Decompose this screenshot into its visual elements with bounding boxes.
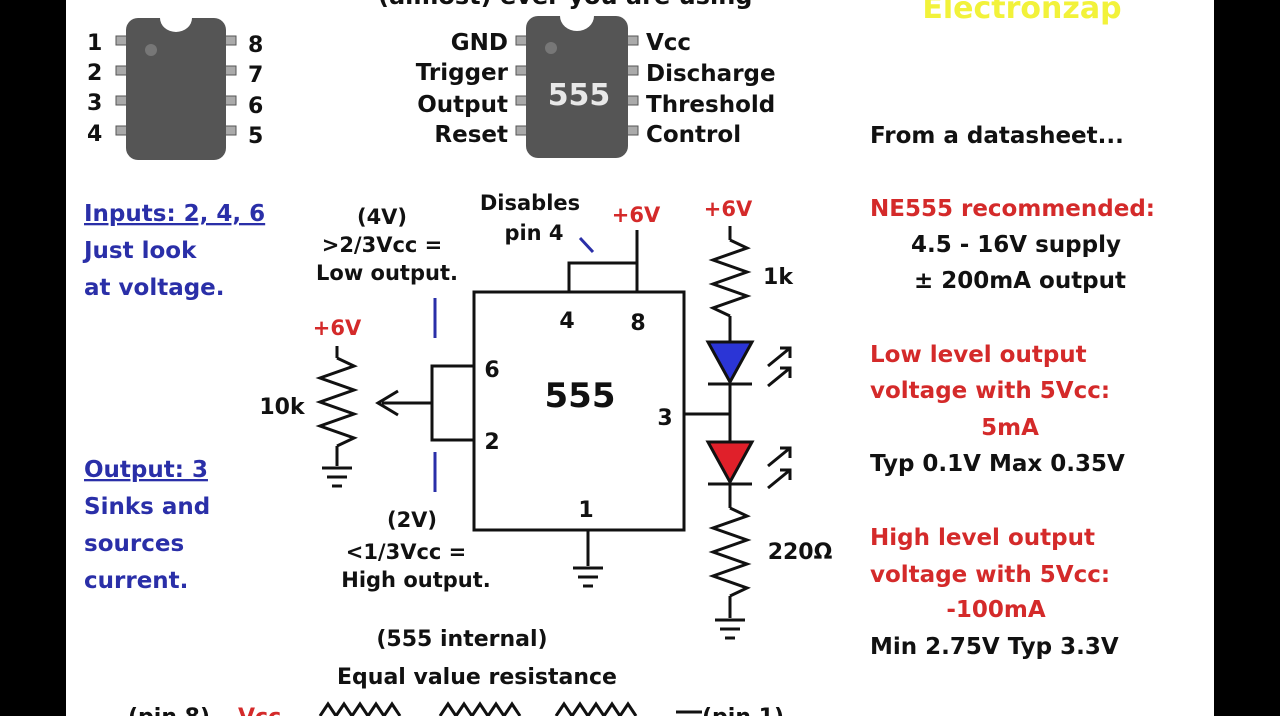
high-level-values: Min 2.75V Typ 3.3V xyxy=(870,634,1119,660)
disables-label-line-2: pin 4 xyxy=(504,221,563,245)
internal-note-line-1: (555 internal) xyxy=(376,627,547,652)
high-level-current: -100mA xyxy=(946,597,1046,623)
ic-pin-6: 6 xyxy=(484,358,499,383)
recommended-supply: 4.5 - 16V supply xyxy=(911,232,1121,258)
inputs-note-line-2: Just look xyxy=(82,238,197,264)
recommended-title: NE555 recommended: xyxy=(870,196,1155,222)
inputs-note: Inputs: 2, 4, 6 Just look at voltage. xyxy=(82,201,265,301)
led-red xyxy=(705,440,755,486)
output-note-line-3: sources xyxy=(84,531,184,557)
bottom-cut-pin1: (pin 1) xyxy=(702,705,784,716)
led-ground-symbol xyxy=(715,618,745,640)
disables-pointer xyxy=(578,236,595,254)
pin-number-6: 6 xyxy=(248,94,263,119)
circuit: (4V) >2/3Vcc = Low output. (2V) <1/3Vcc … xyxy=(128,191,833,716)
ic-pin-4: 4 xyxy=(559,309,574,334)
ic-pin-3: 3 xyxy=(657,406,672,431)
pin-name-trigger: Trigger xyxy=(416,60,509,86)
chip-notch xyxy=(560,16,594,31)
pin-name-control: Control xyxy=(646,122,741,148)
pin1-dot xyxy=(145,44,157,56)
chip-notch xyxy=(160,18,192,32)
pin-number-5: 5 xyxy=(248,124,263,149)
pin-number-4: 4 xyxy=(87,122,102,147)
pot-ground-symbol xyxy=(322,466,352,488)
pin-name-gnd: GND xyxy=(451,30,508,56)
brand-logo: Electronzap xyxy=(922,0,1121,26)
header-cut-text: (almost) ever you are using xyxy=(378,0,752,10)
chip-body xyxy=(126,18,226,160)
resistor-1k xyxy=(708,238,752,318)
supply-label-pot: +6V xyxy=(313,316,362,340)
lower-threshold-rule: <1/3Vcc = xyxy=(346,540,467,564)
ic-label: 555 xyxy=(545,376,616,416)
high-level-title-1: High level output xyxy=(870,525,1095,551)
potentiometer xyxy=(315,356,359,448)
output-note-line-4: current. xyxy=(84,568,188,594)
internal-note-line-2: Equal value resistance xyxy=(337,665,617,690)
resistor-220-label: 220Ω xyxy=(768,540,833,565)
pin-names: GND Trigger Output Reset Vcc Discharge T… xyxy=(416,30,776,148)
supply-label-pin8: +6V xyxy=(612,203,661,227)
left-chip-numbers: 1 2 3 4 8 7 6 5 xyxy=(87,31,263,149)
inputs-note-line-1: Inputs: 2, 4, 6 xyxy=(84,201,265,227)
lower-threshold-voltage: (2V) xyxy=(387,508,437,532)
dip-chip-left xyxy=(115,18,237,160)
upper-threshold-rule: >2/3Vcc = xyxy=(322,233,443,257)
led-red-light-arrows xyxy=(767,446,792,490)
ic-555-block xyxy=(472,290,686,532)
ic-pin-8: 8 xyxy=(630,311,645,336)
pot-value-label: 10k xyxy=(259,395,306,420)
output-note: Output: 3 Sinks and sources current. xyxy=(84,457,210,594)
chip-label: 555 xyxy=(548,78,611,113)
pin-number-3: 3 xyxy=(87,91,102,116)
resistor-1k-label: 1k xyxy=(763,265,794,290)
lower-threshold-result: High output. xyxy=(341,568,490,592)
pin-number-7: 7 xyxy=(248,63,263,88)
disables-label-line-1: Disables xyxy=(480,191,580,215)
upper-threshold-result: Low output. xyxy=(316,261,458,285)
datasheet-heading: From a datasheet... xyxy=(870,123,1124,149)
pin-number-2: 2 xyxy=(87,61,102,86)
inputs-note-line-3: at voltage. xyxy=(84,275,225,301)
led-blue xyxy=(705,340,755,386)
pin1-dot xyxy=(545,42,557,54)
pin-name-discharge: Discharge xyxy=(646,61,776,87)
ic-pin-2: 2 xyxy=(484,430,499,455)
recommended-output: ± 200mA output xyxy=(914,268,1126,294)
high-level-title-2: voltage with 5Vcc: xyxy=(870,562,1110,588)
upper-threshold-voltage: (4V) xyxy=(357,205,407,229)
supply-label-led: +6V xyxy=(704,197,753,221)
pin4-pin8-wire xyxy=(567,261,639,292)
internal-resistors-cut xyxy=(318,701,702,716)
output-note-line-2: Sinks and xyxy=(84,494,210,520)
wiper-arrow xyxy=(375,389,399,417)
pin-name-output: Output xyxy=(417,92,508,118)
low-level-title-1: Low level output xyxy=(870,342,1087,368)
low-level-title-2: voltage with 5Vcc: xyxy=(870,378,1110,404)
low-level-current: 5mA xyxy=(981,415,1039,441)
bottom-cut-vcc: Vcc xyxy=(238,705,281,716)
dip-chip-555: 555 xyxy=(515,16,639,158)
led-blue-light-arrows xyxy=(767,346,792,388)
bottom-cut-pin8: (pin 8) xyxy=(128,705,210,716)
pin-name-reset: Reset xyxy=(434,122,508,148)
output-note-line-1: Output: 3 xyxy=(84,457,208,483)
ic-ground-symbol xyxy=(573,566,603,588)
low-level-values: Typ 0.1V Max 0.35V xyxy=(870,451,1125,477)
pin-number-8: 8 xyxy=(248,33,263,58)
pin-name-threshold: Threshold xyxy=(646,92,775,118)
resistor-220 xyxy=(708,506,752,598)
pin-name-vcc: Vcc xyxy=(646,30,691,56)
pin-number-1: 1 xyxy=(87,31,102,56)
ic-pin-1: 1 xyxy=(578,498,593,523)
datasheet-panel: From a datasheet... NE555 recommended: 4… xyxy=(870,123,1155,660)
